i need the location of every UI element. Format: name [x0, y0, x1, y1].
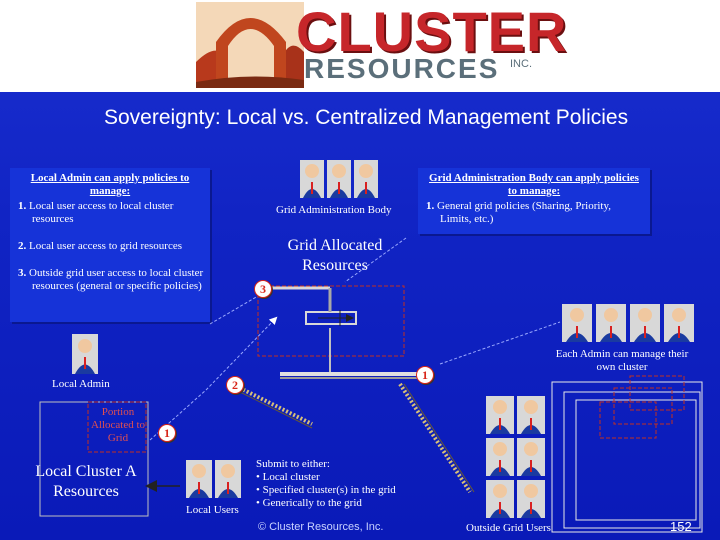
- item-number: 1.: [18, 200, 27, 212]
- connector-line: [344, 237, 407, 283]
- step-badge-2: 2: [226, 376, 244, 394]
- local-cluster-label: Local Cluster A Resources: [35, 463, 137, 500]
- local-users-label: Local Users: [186, 504, 239, 516]
- connector-line: [439, 321, 561, 365]
- submit-item-text: Specified cluster(s) in the grid: [262, 484, 396, 496]
- connector-line: [209, 295, 259, 325]
- page-number: 152: [670, 519, 692, 534]
- grid-admin-policy-box: Grid Administration Body can apply polic…: [418, 168, 650, 234]
- logo-cluster-text: CLUSTER: [296, 0, 568, 63]
- local-policy-item-1: 1. Local user access to local cluster re…: [18, 200, 204, 226]
- local-users-people-icon: [186, 460, 241, 498]
- cluster-admins-people-icon: [562, 304, 694, 342]
- outside-users-label: Outside Grid Users: [466, 522, 551, 534]
- item-text: Local user access to grid resources: [29, 240, 183, 252]
- portion-allocated-label: Portion Allocated to Grid: [90, 406, 146, 444]
- grid-admin-body-label: Grid Administration Body: [276, 204, 392, 216]
- item-text: Local user access to local cluster resou…: [29, 200, 174, 225]
- item-text: Outside grid user access to local cluste…: [29, 267, 204, 292]
- submit-options: Submit to either: • Local cluster • Spec…: [256, 458, 426, 510]
- arrow-icon: [205, 316, 278, 391]
- logo-resources-text: RESOURCES: [304, 53, 500, 84]
- local-admin-policy-heading: Local Admin can apply policies to manage…: [30, 172, 190, 197]
- submission-path: [398, 382, 472, 494]
- item-text: General grid policies (Sharing, Priority…: [437, 200, 612, 225]
- submit-item: • Specified cluster(s) in the grid: [256, 484, 396, 496]
- local-admin-label: Local Admin: [52, 378, 110, 390]
- submit-item-text: Generically to the grid: [262, 497, 362, 509]
- grid-allocated-label: Grid Allocated Resources: [287, 237, 383, 274]
- step-badge-1-grid: 1: [416, 366, 434, 384]
- grid-admin-policy-heading: Grid Administration Body can apply polic…: [429, 172, 639, 197]
- local-admin-policy-box: Local Admin can apply policies to manage…: [10, 168, 210, 322]
- each-admin-label: Each Admin can manage their own cluster: [555, 348, 689, 373]
- logo-inc-text: INC.: [510, 58, 532, 70]
- submit-item-text: Local cluster: [262, 471, 320, 483]
- grid-policy-item-1: 1. General grid policies (Sharing, Prior…: [426, 200, 644, 226]
- grid-admin-people-icon: [300, 160, 378, 198]
- copyright-footer: © Cluster Resources, Inc.: [258, 521, 384, 533]
- submission-path: [235, 389, 313, 429]
- local-admin-person-icon: [72, 334, 98, 374]
- item-number: 1.: [426, 200, 435, 212]
- submission-path: [403, 383, 475, 493]
- submit-heading: Submit to either:: [256, 458, 330, 470]
- outside-allocated-box: [613, 387, 673, 425]
- header-banner: CLUSTER RESOURCES INC.: [0, 0, 720, 92]
- submit-item: • Generically to the grid: [256, 497, 362, 509]
- local-policy-item-2: 2. Local user access to grid resources: [18, 240, 204, 253]
- step-badge-1-local: 1: [158, 424, 176, 442]
- item-number: 3.: [18, 267, 27, 279]
- submission-path: [235, 384, 313, 426]
- outside-allocated-box: [599, 401, 657, 439]
- outside-cluster-box: [551, 381, 703, 533]
- outside-cluster-box: [575, 399, 697, 521]
- submit-item: • Local cluster: [256, 471, 320, 483]
- outside-cluster-box: [563, 391, 701, 529]
- arch-logo-icon: [196, 2, 304, 88]
- outside-allocated-box: [629, 375, 685, 411]
- local-policy-item-3: 3. Outside grid user access to local clu…: [18, 267, 204, 293]
- outside-users-people-icon: [486, 396, 545, 518]
- slide-title: Sovereignty: Local vs. Centralized Manag…: [104, 106, 629, 129]
- step-badge-3: 3: [254, 280, 272, 298]
- item-number: 2.: [18, 240, 27, 252]
